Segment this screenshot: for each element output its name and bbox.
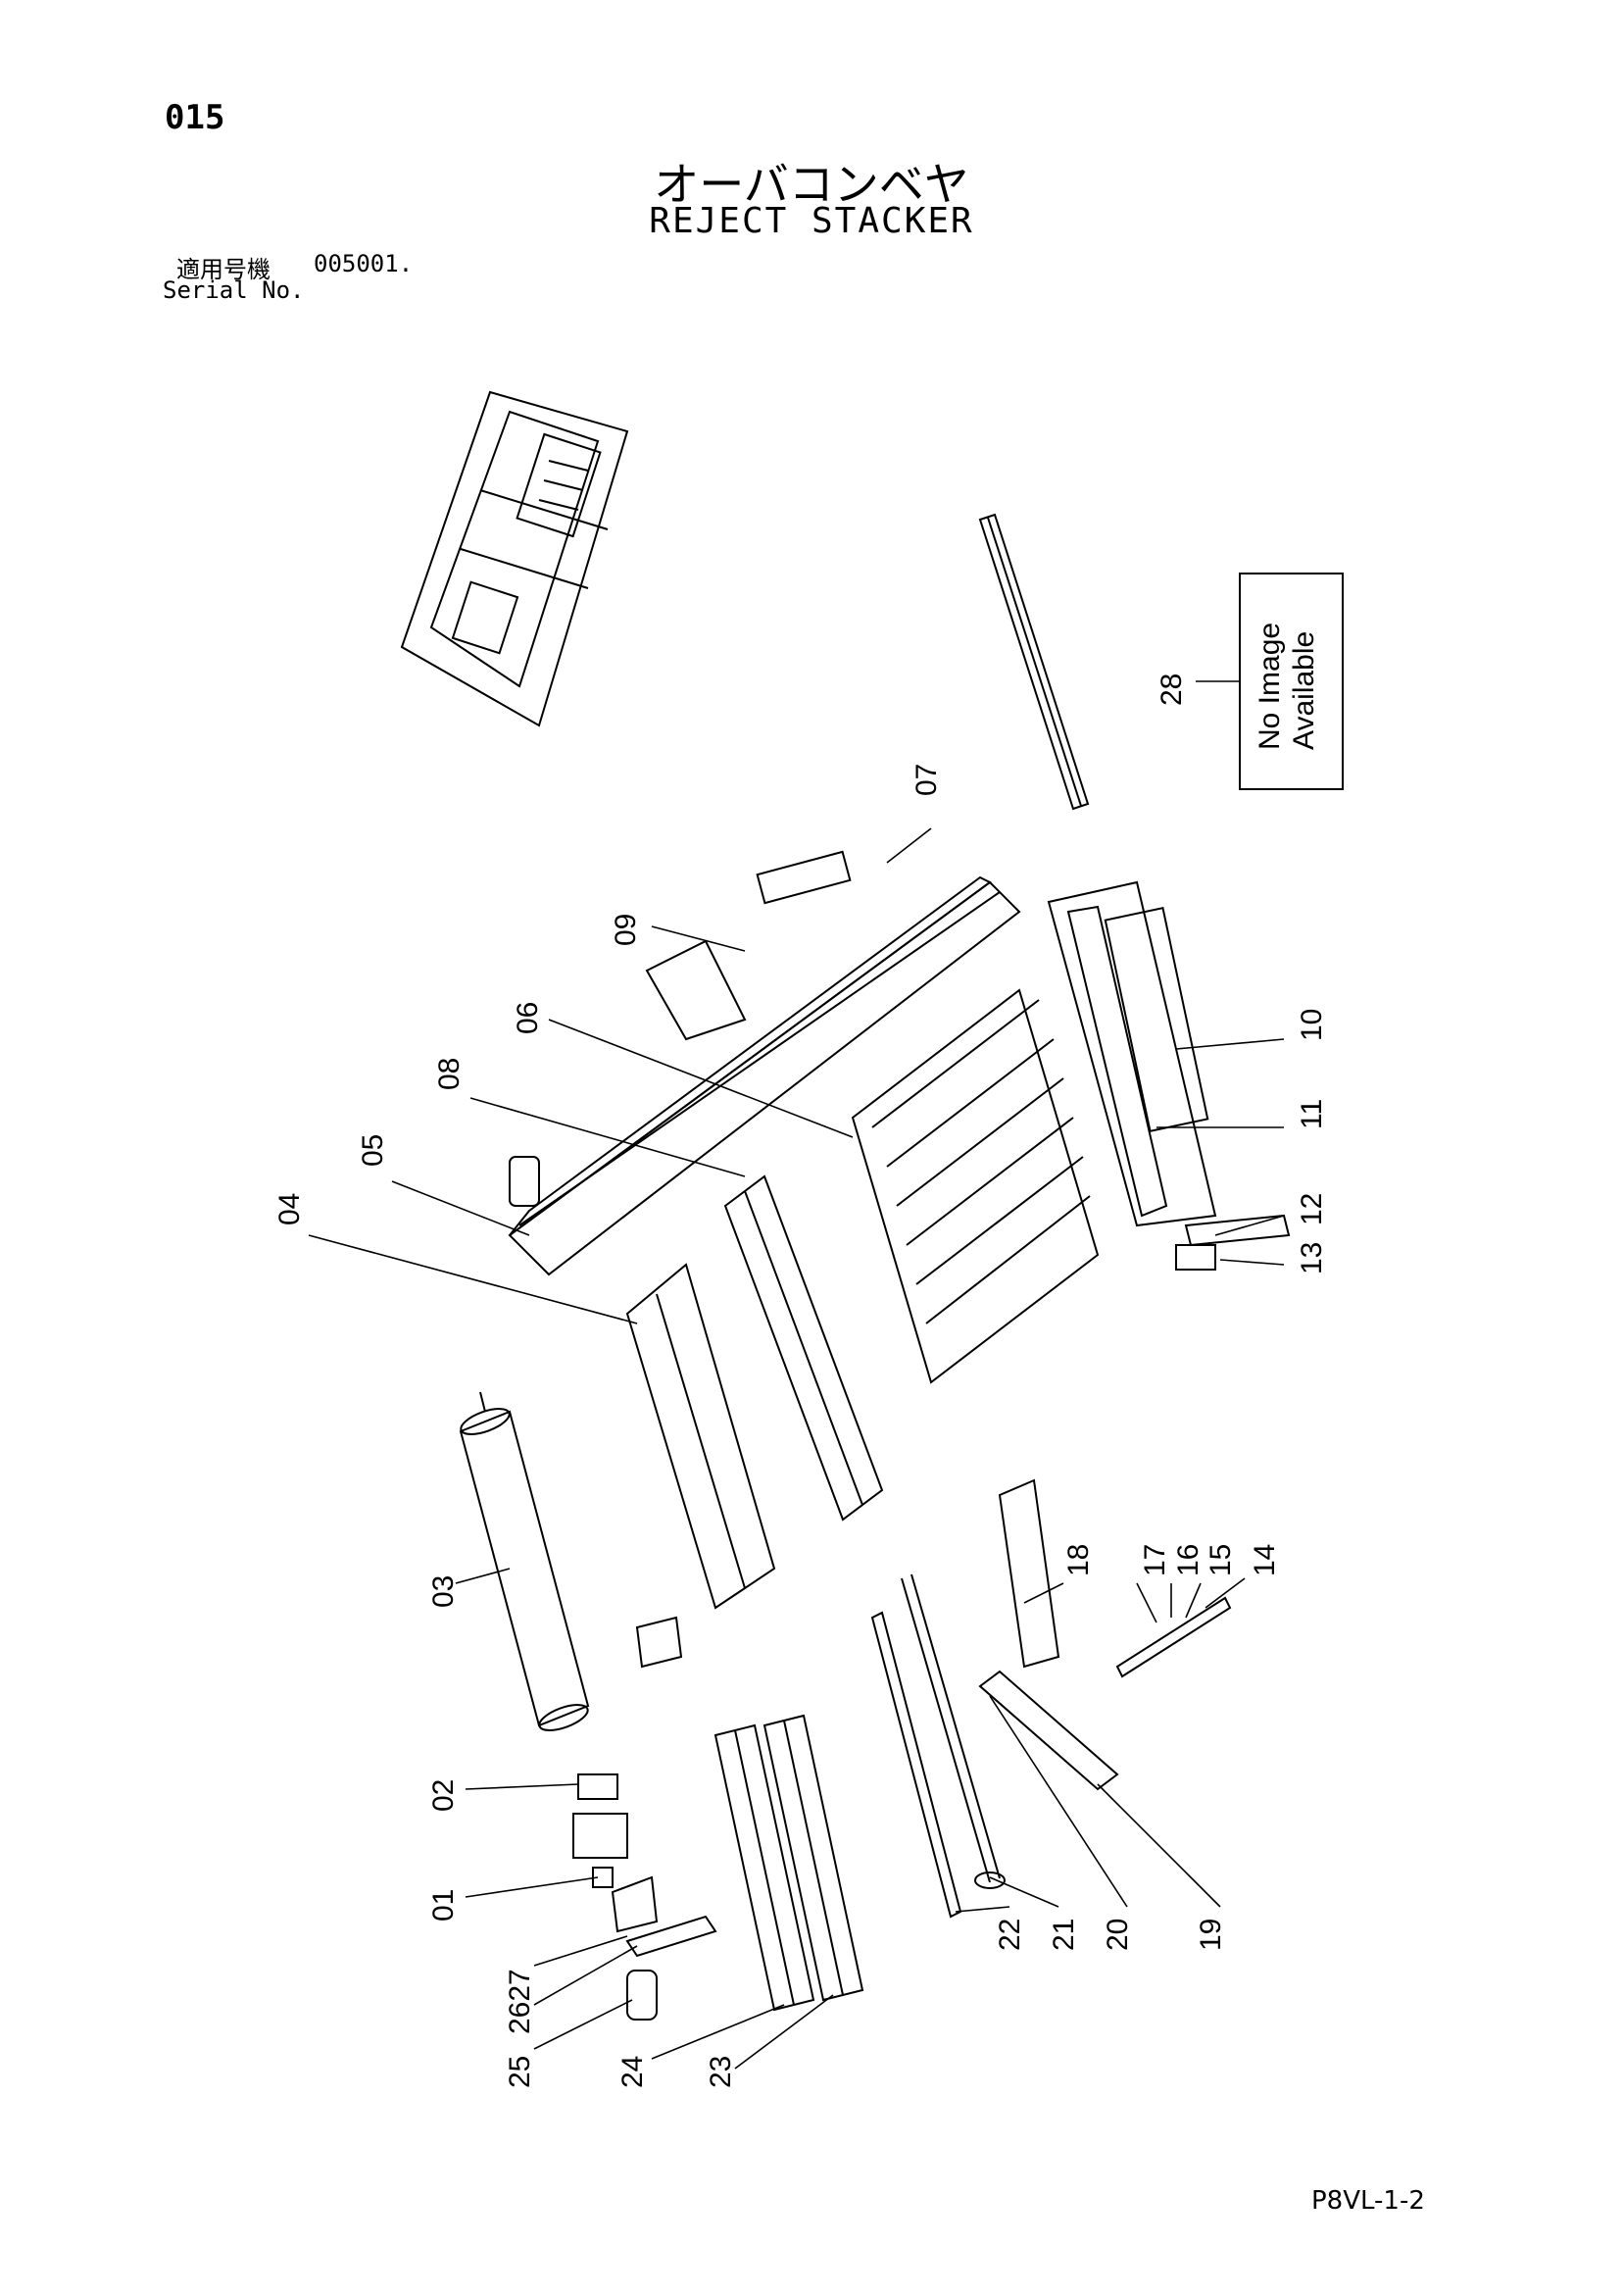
callout-09: 09 — [610, 914, 642, 946]
callout-25: 25 — [504, 2056, 536, 2088]
part-26-27-plate — [625, 1915, 717, 1958]
part-23-24-channels — [713, 1714, 864, 2012]
small-bracket-part — [635, 1616, 683, 1669]
title-english: REJECT STACKER — [649, 201, 974, 241]
part-02-housing — [572, 1813, 628, 1859]
callout-13: 13 — [1296, 1242, 1328, 1274]
callout-15: 15 — [1205, 1544, 1237, 1576]
middle-frame-part — [625, 1174, 884, 1610]
callout-21: 21 — [1048, 1919, 1080, 1951]
callout-06: 06 — [512, 1002, 544, 1034]
serial-label-japanese: 適用号機 — [176, 256, 270, 283]
callout-01: 01 — [427, 1889, 460, 1922]
part-25-motor — [626, 1970, 658, 2021]
callout-02: 02 — [427, 1779, 460, 1812]
callout-03: 03 — [427, 1575, 460, 1608]
serial-value: 005001. — [314, 250, 414, 277]
callout-19: 19 — [1195, 1919, 1227, 1951]
part-22-rail — [870, 1611, 962, 1919]
callout-2627: 2627 — [504, 1969, 536, 2034]
callout-11: 11 — [1296, 1099, 1328, 1129]
callout-28: 28 — [1156, 674, 1188, 706]
callout-14: 14 — [1249, 1544, 1281, 1576]
part-13-block — [1175, 1244, 1216, 1271]
no-image-line1: No Image — [1254, 623, 1286, 750]
part-28-no-image-placeholder: No Image Available — [1239, 573, 1344, 790]
callout-16: 16 — [1172, 1544, 1205, 1576]
main-side-frame — [508, 875, 1021, 1276]
part-21-shaft — [901, 1573, 1006, 1889]
part-07-bracket — [756, 850, 852, 905]
callout-20: 20 — [1102, 1919, 1134, 1951]
callout-05: 05 — [357, 1134, 389, 1167]
serial-label-english: Serial No. — [163, 276, 305, 304]
part-18-19-20-channel — [978, 1478, 1119, 1791]
right-frame-part — [1047, 880, 1217, 1227]
no-image-line2: Available — [1288, 631, 1320, 750]
title-japanese: オーバコンベヤ — [654, 158, 969, 211]
callout-labels: 28 07 09 06 08 05 04 10 11 12 13 14 15 1… — [273, 674, 1328, 2088]
callout-23: 23 — [705, 2056, 737, 2088]
callout-12: 12 — [1296, 1193, 1328, 1225]
leader-lines — [308, 680, 1285, 2070]
callout-22: 22 — [994, 1919, 1026, 1951]
part-09-plate — [645, 939, 747, 1041]
upper-frame-assembly — [400, 390, 629, 727]
motor-part — [509, 1156, 540, 1207]
callout-07: 07 — [910, 764, 943, 796]
part-12-bracket — [1184, 1214, 1291, 1247]
callout-18: 18 — [1062, 1544, 1095, 1576]
upper-rail-part — [978, 513, 1090, 811]
callout-10: 10 — [1296, 1009, 1328, 1041]
page-number: 015 — [165, 98, 225, 137]
callout-08: 08 — [433, 1058, 466, 1090]
part-14-bar — [1115, 1596, 1232, 1678]
part-02-block — [577, 1773, 618, 1800]
part-01-bracket — [611, 1875, 659, 1933]
roller-conveyor-bed — [851, 988, 1100, 1384]
part-03-roller — [459, 1391, 590, 1731]
callout-17: 17 — [1139, 1544, 1171, 1576]
callout-24: 24 — [616, 2056, 649, 2088]
footer-page-code: P8VL-1-2 — [1311, 2186, 1425, 2216]
callout-04: 04 — [273, 1193, 306, 1225]
